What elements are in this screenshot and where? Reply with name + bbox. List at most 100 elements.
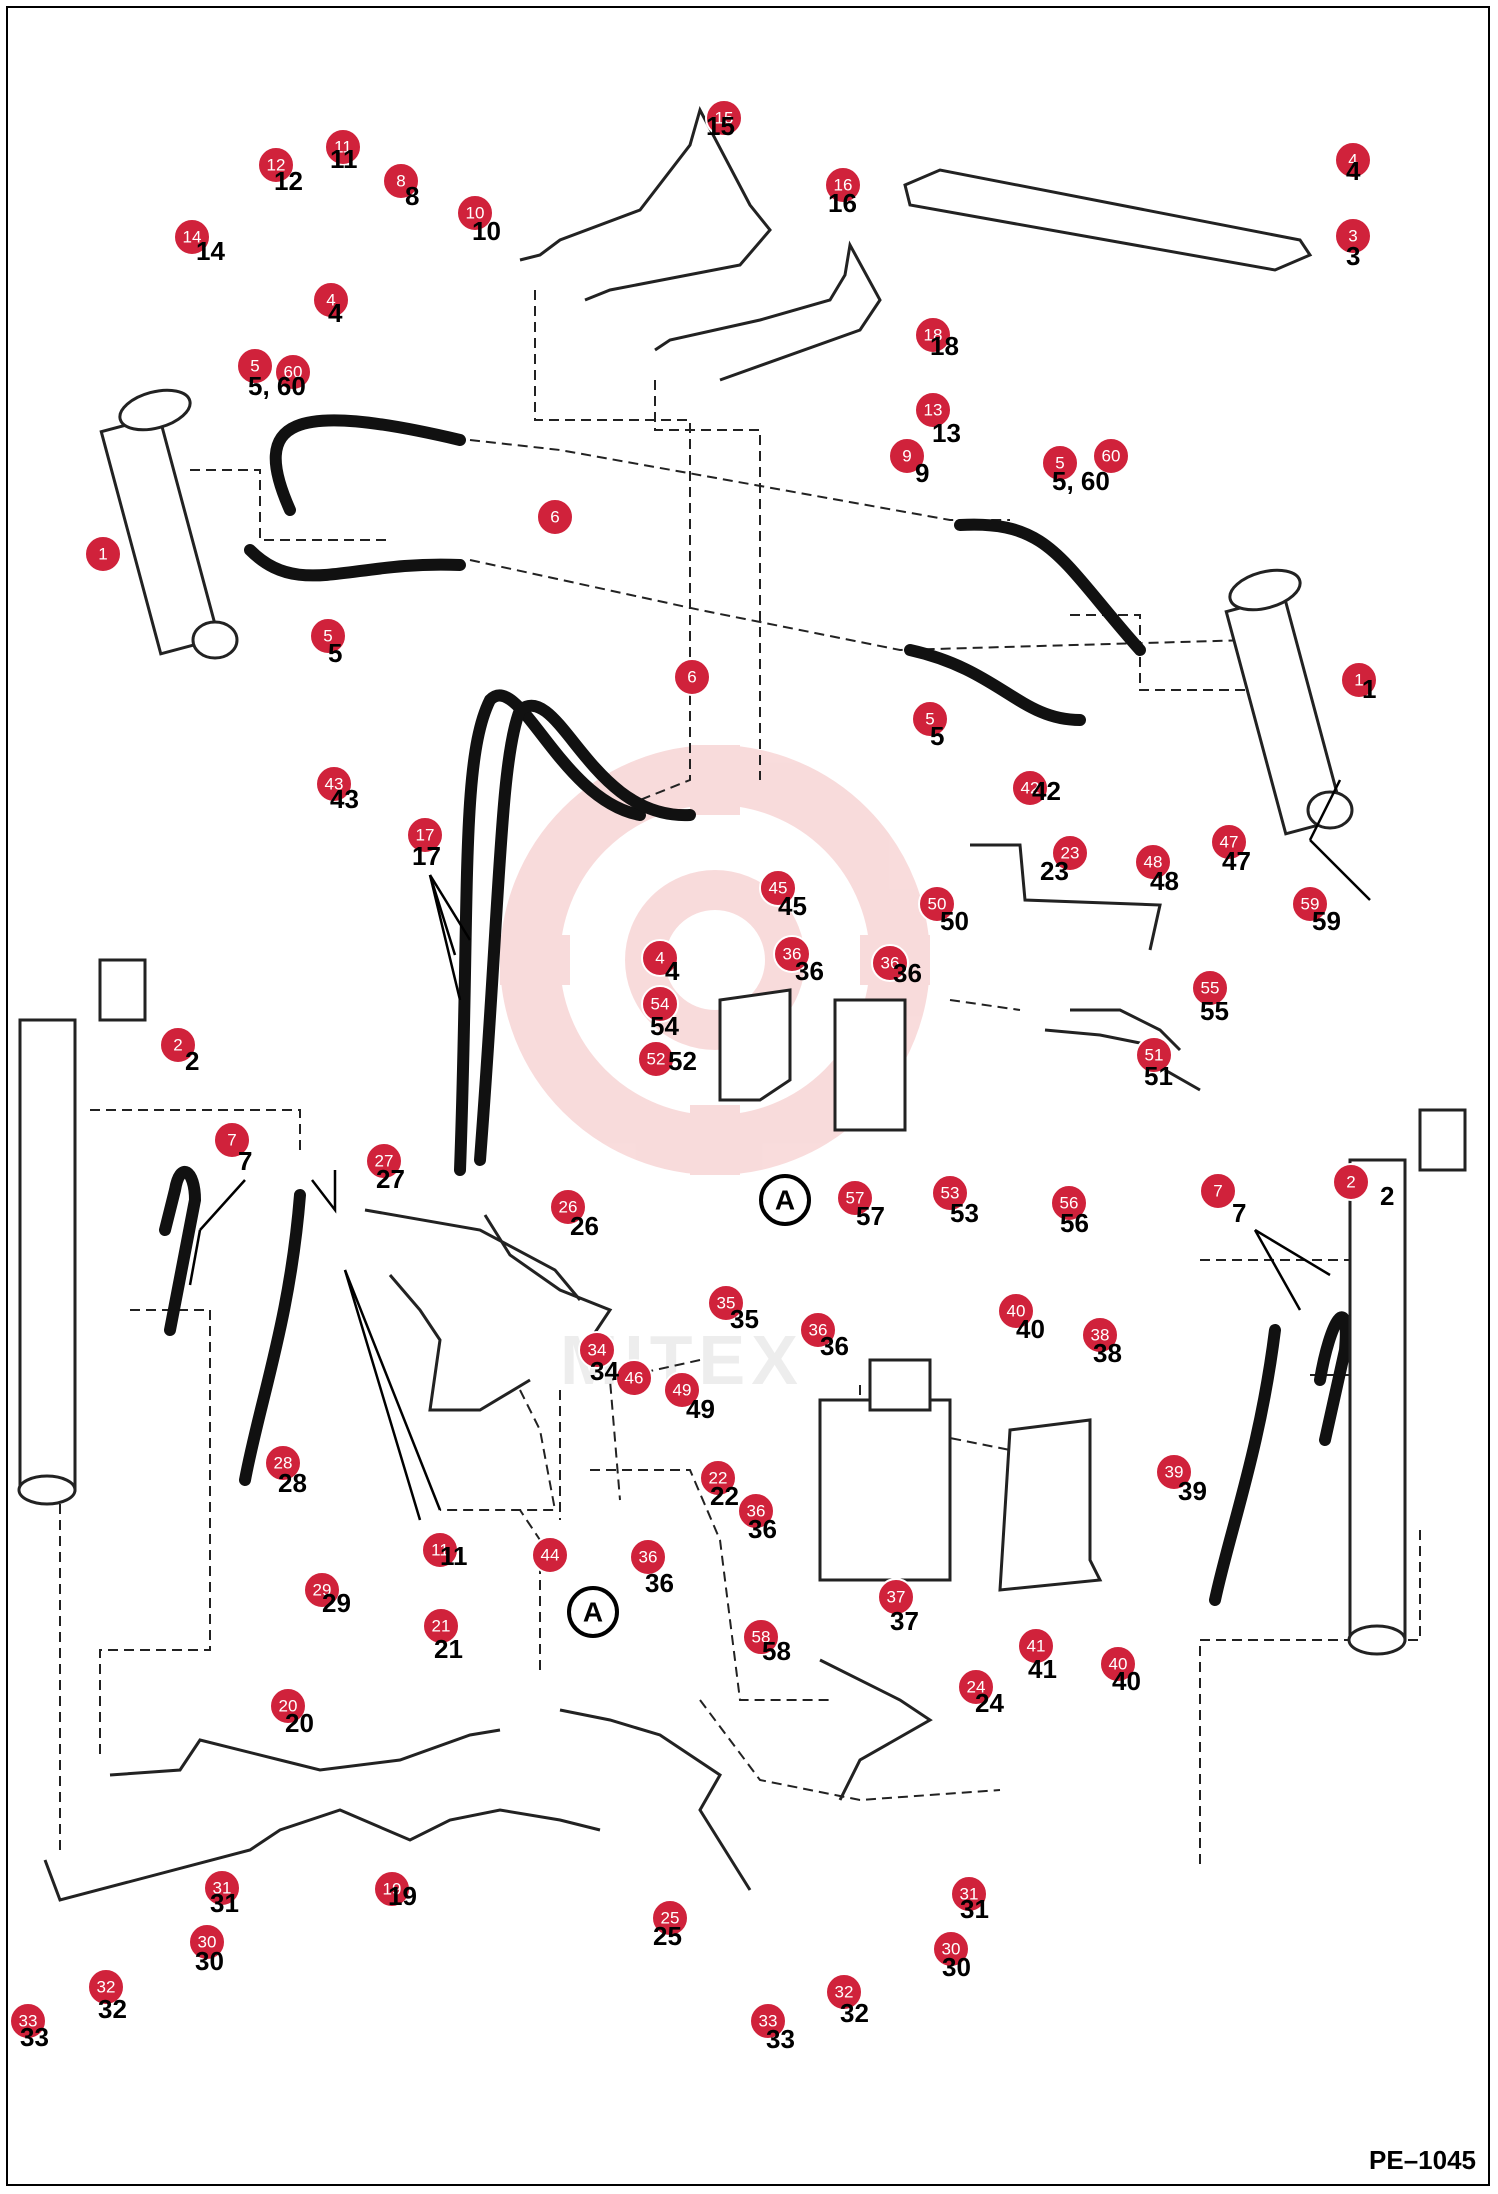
- ghost-4b: 4: [328, 298, 343, 328]
- callout-31b: 31: [950, 1875, 988, 1913]
- ghost-33b: 33: [766, 2024, 795, 2054]
- svg-text:3: 3: [1348, 227, 1357, 246]
- ghost-43: 43: [330, 784, 359, 814]
- callout-21: 21: [422, 1607, 460, 1645]
- ghost-31a: 31: [210, 1888, 239, 1918]
- svg-text:46: 46: [625, 1369, 644, 1388]
- callout-38: 38: [1081, 1316, 1119, 1354]
- ghost-labels: 15 16 4 3 12 8 10 14 4 18 13 9 5, 60 5, …: [20, 111, 1394, 2054]
- svg-text:59: 59: [1301, 895, 1320, 914]
- ghost-2b: 2: [1380, 1181, 1394, 1211]
- svg-text:9: 9: [902, 447, 911, 466]
- right-lower-cylinder: [1347, 1108, 1467, 1656]
- ghost-25: 25: [653, 1921, 682, 1951]
- svg-text:31: 31: [960, 1885, 979, 1904]
- ghost-36a: 36: [795, 956, 824, 986]
- svg-text:39: 39: [1165, 1463, 1184, 1482]
- svg-text:20: 20: [279, 1697, 298, 1716]
- svg-text:4: 4: [1348, 151, 1357, 170]
- ghost-45: 45: [778, 891, 807, 921]
- ghost-47: 47: [1222, 846, 1251, 876]
- page-code: PE–1045: [1369, 2145, 1476, 2175]
- ghost-41: 41: [1028, 1654, 1057, 1684]
- callout-29: 29: [303, 1571, 341, 1609]
- callout-54: 54: [641, 985, 679, 1023]
- svg-text:16: 16: [834, 176, 853, 195]
- ghost-14: 14: [196, 236, 225, 266]
- callout-49: 49: [663, 1371, 701, 1409]
- callout-47: 47: [1210, 823, 1248, 861]
- ghost-42: 42: [1032, 776, 1061, 806]
- leader-lines: [188, 779, 1371, 1521]
- svg-text:17: 17: [416, 826, 435, 845]
- callout-6b: 6: [673, 658, 711, 696]
- callout-13: 13: [914, 391, 952, 429]
- svg-text:7: 7: [227, 1131, 236, 1150]
- hydraulic-hoses: [159, 414, 1352, 1606]
- svg-text:30: 30: [942, 1940, 961, 1959]
- callout-60b: 60: [1092, 437, 1130, 475]
- ghost-28: 28: [278, 1468, 307, 1498]
- svg-text:4: 4: [326, 291, 335, 310]
- callout-4c: 4: [641, 939, 679, 977]
- callout-5d: 5: [911, 700, 949, 738]
- ghost-52: 52: [668, 1046, 697, 1076]
- ghost-57: 57: [856, 1201, 885, 1231]
- svg-text:42: 42: [1021, 779, 1040, 798]
- svg-text:50: 50: [928, 895, 947, 914]
- right-upper-cylinder: [1224, 568, 1354, 836]
- callout-33a: 33: [9, 2002, 47, 2040]
- left-lower-cylinder: [17, 958, 147, 1506]
- ghost-5c: 5: [328, 638, 342, 668]
- ghost-18: 18: [930, 331, 959, 361]
- callout-8: 8: [382, 162, 420, 200]
- ghost-30a: 30: [195, 1946, 224, 1976]
- callout-46: 46: [615, 1359, 653, 1397]
- callout-35: 35: [707, 1284, 745, 1322]
- ghost-54: 54: [650, 1011, 679, 1041]
- callout-36e: 36: [629, 1538, 667, 1576]
- callout-39: 39: [1155, 1453, 1193, 1491]
- svg-text:18: 18: [924, 326, 943, 345]
- svg-text:51: 51: [1145, 1046, 1164, 1065]
- reference-marker-a-upper: A: [759, 1174, 811, 1226]
- callout-44: 44: [531, 1536, 569, 1574]
- ghost-49: 49: [686, 1394, 715, 1424]
- left-upper-cylinder: [99, 388, 239, 660]
- callout-1a: 1: [84, 535, 122, 573]
- callout-16: 16: [824, 166, 862, 204]
- ghost-50: 50: [940, 906, 969, 936]
- svg-text:26: 26: [559, 1198, 578, 1217]
- svg-text:45: 45: [769, 879, 788, 898]
- svg-text:43: 43: [325, 775, 344, 794]
- callout-43: 43: [315, 765, 353, 803]
- callout-4b: 4: [312, 281, 350, 319]
- svg-text:22: 22: [709, 1469, 728, 1488]
- svg-text:36: 36: [809, 1321, 828, 1340]
- callout-15: 15: [705, 99, 743, 137]
- ghost-20: 20: [285, 1708, 314, 1738]
- callout-32b: 32: [825, 1973, 863, 2011]
- ghost-59: 59: [1312, 906, 1341, 936]
- svg-text:54: 54: [651, 995, 670, 1014]
- svg-text:44: 44: [541, 1546, 560, 1565]
- callout-50: 50: [918, 885, 956, 923]
- svg-text:56: 56: [1060, 1194, 1079, 1213]
- svg-text:35: 35: [717, 1294, 736, 1313]
- ghost-29: 29: [322, 1588, 351, 1618]
- callout-24: 24: [957, 1668, 995, 1706]
- svg-text:60: 60: [1102, 447, 1121, 466]
- ghost-51: 51: [1144, 1061, 1173, 1091]
- svg-text:1: 1: [1354, 671, 1363, 690]
- callout-4a: 4: [1334, 141, 1372, 179]
- svg-text:40: 40: [1007, 1302, 1026, 1321]
- svg-text:7: 7: [1213, 1182, 1222, 1201]
- callout-17: 17: [406, 816, 444, 854]
- callout-5c: 5: [309, 617, 347, 655]
- callout-10: 10: [456, 194, 494, 232]
- svg-text:58: 58: [752, 1628, 771, 1647]
- ghost-7a: 7: [238, 1146, 252, 1176]
- ghost-58: 58: [762, 1636, 791, 1666]
- ghost-27: 27: [376, 1164, 405, 1194]
